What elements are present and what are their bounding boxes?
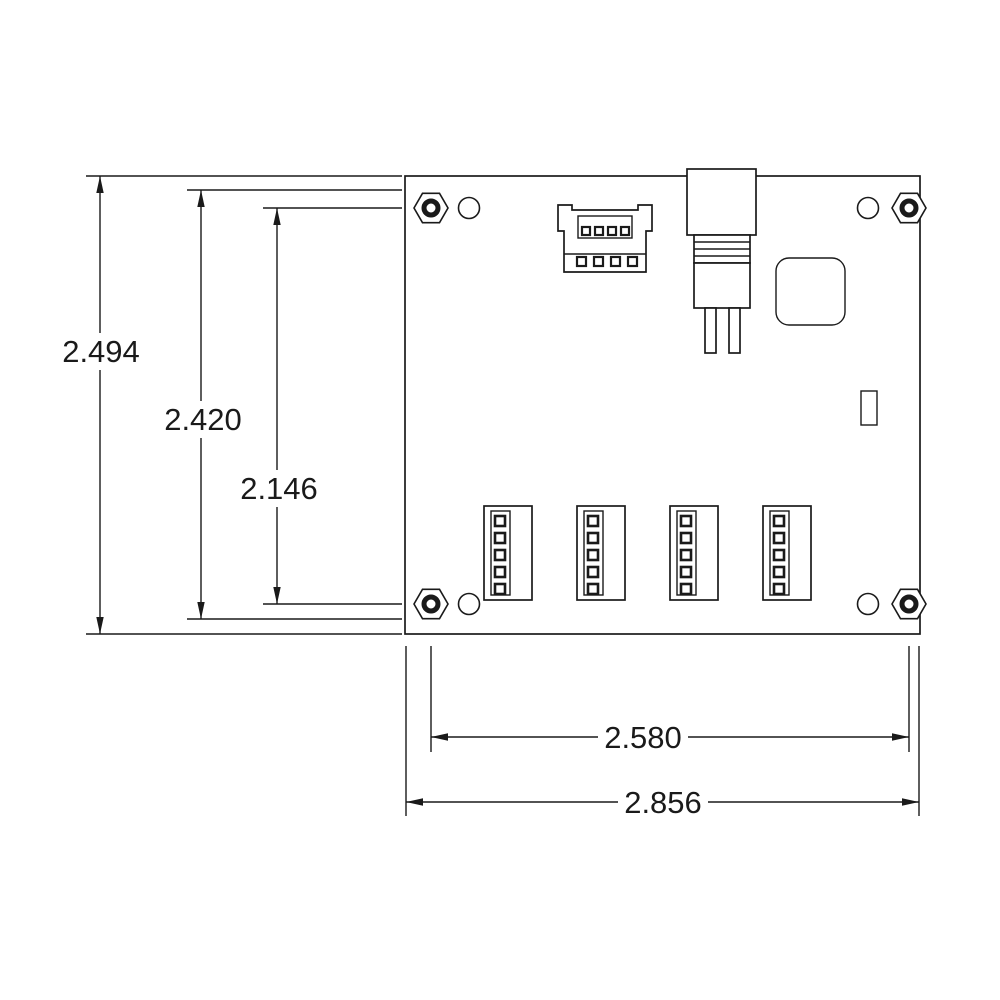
pin-square (575, 255, 588, 268)
bottom-connector-3 (668, 504, 720, 602)
bottom-connector-1 (482, 504, 534, 602)
mounting-hole-bottom-left (414, 589, 448, 618)
tooling-hole-top-left (457, 196, 481, 220)
dimension-label: 2.420 (164, 402, 242, 437)
label-mask (598, 718, 688, 756)
arrowhead-up (96, 176, 104, 193)
arrowhead-up (197, 190, 205, 207)
pin-square (626, 255, 639, 268)
component-leg-right (728, 307, 741, 354)
pin-square (609, 255, 622, 268)
arrowhead-down (96, 617, 104, 634)
pcb-board-outline (404, 175, 921, 635)
dimension-label: 2.856 (624, 785, 702, 820)
label-mask (236, 470, 322, 507)
mounting-hole-bottom-right (892, 589, 926, 618)
dimension-outer-vertical-span: 2.420 (160, 189, 402, 620)
mounting-hole-top-left (414, 193, 448, 222)
pin-square (606, 225, 618, 237)
arrowhead-up (273, 208, 281, 225)
arrowhead-right (892, 733, 909, 741)
arrowhead-down (197, 602, 205, 619)
arrowhead-right (902, 798, 919, 806)
tooling-hole-bottom-right (856, 592, 880, 616)
dimension-hole-pitch-vertical: 2.146 (236, 207, 402, 605)
component-lower-section (693, 262, 751, 309)
pcb-board (404, 168, 926, 635)
pin-square (592, 255, 605, 268)
rounded-component-outline (775, 257, 846, 326)
pin-square (593, 225, 605, 237)
dimension-label: 2.494 (62, 334, 140, 369)
dimension-label: 2.146 (240, 471, 318, 506)
dimension-board-height: 2.494 (58, 175, 402, 635)
top-connector-slot (577, 215, 633, 239)
dimension-board-width: 2.856 (405, 646, 920, 821)
through-hole-component (686, 168, 757, 354)
arrowhead-left (431, 733, 448, 741)
label-mask (58, 333, 144, 370)
bottom-connector-2 (575, 504, 627, 602)
label-mask (160, 401, 246, 438)
component-upper-body (686, 168, 757, 236)
arrowhead-left (406, 798, 423, 806)
pin-square (580, 225, 592, 237)
arrowhead-down (273, 587, 281, 604)
tooling-hole-bottom-left (457, 592, 481, 616)
component-leg-left (704, 307, 717, 354)
bottom-connector-4 (761, 504, 813, 602)
small-component (860, 390, 878, 426)
label-mask (618, 783, 708, 821)
dimension-hole-pitch-horizontal: 2.580 (430, 646, 910, 756)
pin-square (619, 225, 631, 237)
mounting-hole-top-right (892, 193, 926, 222)
dimension-label: 2.580 (604, 720, 682, 755)
tooling-hole-top-right (856, 196, 880, 220)
top-connector (557, 204, 653, 273)
